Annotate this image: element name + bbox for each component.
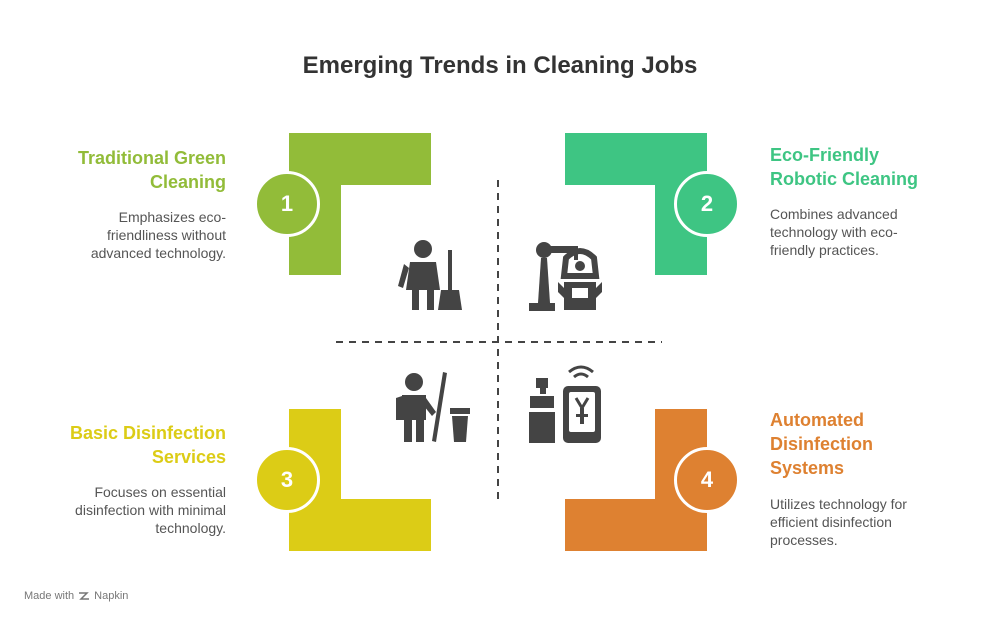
- step-2-badge: 2: [674, 171, 740, 237]
- step-3-badge: 3: [254, 447, 320, 513]
- quadrant-3-shape: [289, 409, 431, 551]
- maid-with-broom-icon: [398, 240, 462, 310]
- made-with-label: Made with: [24, 590, 75, 602]
- quadrant-4-heading: Automated Disinfection Systems: [770, 410, 874, 478]
- robot-arm-icon: [529, 242, 602, 311]
- step-1-badge: 1: [254, 171, 320, 237]
- made-with-footer: Made with Napkin: [24, 590, 128, 602]
- smart-dispenser-icon: [529, 365, 601, 443]
- quadrant-1-heading: Traditional Green Cleaning: [77, 148, 226, 192]
- napkin-logo-icon: [79, 592, 90, 600]
- quadrant-2-shape: [565, 133, 707, 275]
- quadrant-3-heading: Basic Disinfection Services: [69, 423, 226, 467]
- quadrant-1-description: Emphasizes eco- friendliness without adv…: [90, 209, 226, 261]
- quadrant-4-description: Utilizes technology for efficient disinf…: [770, 496, 907, 548]
- janitor-with-mop-icon: [396, 372, 470, 442]
- quadrant-2-heading: Eco-Friendly Robotic Cleaning: [770, 145, 918, 189]
- quadrant-3-description: Focuses on essential disinfection with m…: [75, 484, 226, 536]
- napkin-brand: Napkin: [94, 590, 129, 602]
- quadrant-1-shape: [289, 133, 431, 275]
- quadrant-4-shape: [565, 409, 707, 551]
- page-title: Emerging Trends in Cleaning Jobs: [302, 52, 698, 79]
- quadrant-2-description: Combines advanced technology with eco- f…: [770, 206, 898, 258]
- step-4-badge: 4: [674, 447, 740, 513]
